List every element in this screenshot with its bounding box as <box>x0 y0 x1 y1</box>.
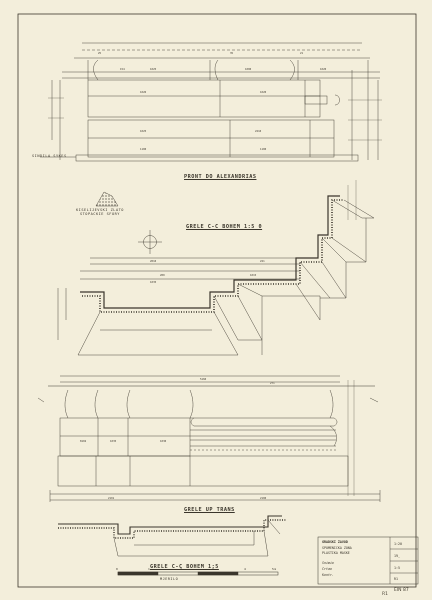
svg-text:1025: 1025 <box>150 67 157 71</box>
title-block-line2: PLASTIKA MASKE <box>322 551 350 555</box>
elevation-title: PRONT DO ALEXANDRIAS <box>184 174 257 180</box>
side-elevation-title: GRELE UP TRANS <box>184 507 235 513</box>
title-block: GRADSKI ZAVOD SPOMENICKA ZONA PLASTIKA M… <box>318 537 418 584</box>
scale-tick: 0 <box>116 567 119 571</box>
section-title: GRELE C-C BOHEM 1:5 <box>150 564 219 570</box>
signature-2: Crtao <box>322 567 332 571</box>
signature-1: Snimio <box>322 561 334 565</box>
svg-text:1100: 1100 <box>260 147 267 151</box>
svg-text:5160: 5160 <box>200 377 207 381</box>
scale-tick: 5m <box>272 567 277 571</box>
stone-note: KISELIJEVSKI ZLATO STOPACKIE SFORY <box>76 208 124 217</box>
svg-text:1020: 1020 <box>260 90 267 94</box>
scale-bar <box>117 571 279 576</box>
sheet-number: R1 <box>382 592 388 597</box>
svg-text:35: 35 <box>230 51 234 55</box>
svg-text:1030: 1030 <box>160 439 167 443</box>
scale-tick: 4 <box>244 567 247 571</box>
svg-text:1025: 1025 <box>140 129 147 133</box>
svg-text:200: 200 <box>160 273 165 277</box>
title-field-2: 19_ <box>394 554 400 558</box>
scale-tick: 1 <box>148 567 151 571</box>
signature-3: Kontr. <box>322 573 334 577</box>
title-block-header: GRADSKI ZAVOD <box>322 540 348 544</box>
svg-text:1100: 1100 <box>140 147 147 151</box>
svg-text:1035: 1035 <box>150 280 157 284</box>
scale-tick: 2 <box>180 567 183 571</box>
svg-text:21: 21 <box>300 51 304 55</box>
svg-text:1000: 1000 <box>245 67 252 71</box>
svg-text:2100: 2100 <box>260 496 267 500</box>
svg-text:1026: 1026 <box>140 90 147 94</box>
side-elevation-drawing: 271 8102 1035 1030 2101 2100 5160 <box>37 375 381 502</box>
stone-symbol <box>95 191 119 207</box>
svg-text:8102: 8102 <box>80 439 87 443</box>
plan-title: GRELE C-C BOHEM 1:5 0 <box>186 224 263 230</box>
svg-text:2101: 2101 <box>108 496 115 500</box>
corner-mark: EIN 87 <box>394 588 409 593</box>
title-block-line1: SPOMENICKA ZONA <box>322 546 352 550</box>
scale-tick: 3 <box>212 567 215 571</box>
sheet-border <box>17 13 417 588</box>
svg-text:221: 221 <box>260 259 265 263</box>
left-note: SINDILA SYKES <box>32 154 67 158</box>
svg-text:154: 154 <box>120 67 125 71</box>
title-field-1: 1:20 <box>394 542 402 546</box>
title-field-4: R1 <box>394 577 398 581</box>
svg-text:25: 25 <box>98 51 102 55</box>
svg-text:1015: 1015 <box>250 273 257 277</box>
svg-text:1035: 1035 <box>110 439 117 443</box>
svg-text:2010: 2010 <box>150 259 157 263</box>
svg-text:1020: 1020 <box>320 67 327 71</box>
svg-text:271: 271 <box>270 381 275 385</box>
section-drawing <box>58 515 286 557</box>
title-field-3: 1:5 <box>394 566 400 570</box>
scale-bar-label: MJERILO <box>160 577 179 581</box>
elevation-drawing: 154 1025 1000 1020 1026 1020 1025 2210 1100 11… <box>40 42 382 162</box>
svg-text:2210: 2210 <box>255 129 262 133</box>
